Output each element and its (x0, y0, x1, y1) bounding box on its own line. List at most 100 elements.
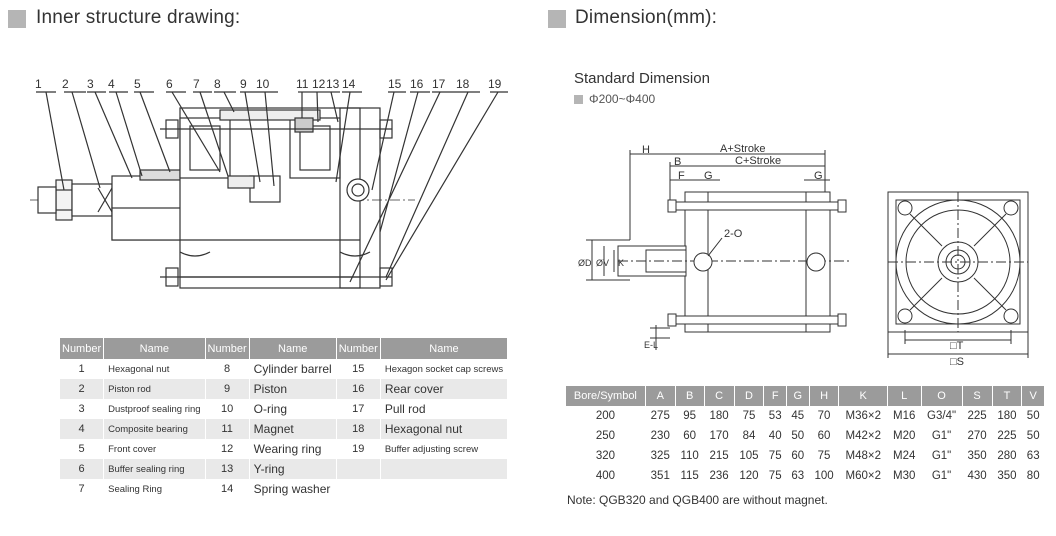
cell: Magnet (249, 419, 337, 439)
cell: 350 (992, 466, 1023, 486)
inner-structure-drawing: 1 2 3 4 5 6 7 8 9 10 11 12 13 14 15 16 1… (30, 77, 508, 289)
cell: O-ring (249, 399, 337, 419)
col-o: O (921, 386, 963, 406)
table-row: 3 Dustproof sealing ring 10 O-ring 17 Pu… (60, 399, 507, 419)
cell: 351 (645, 466, 676, 486)
cell: 9 (205, 379, 250, 399)
cell: 15 (336, 359, 381, 379)
callout-label: 1 (35, 77, 42, 91)
col-h: H (809, 386, 840, 406)
cell: 5 (60, 439, 105, 459)
cell: 50 (1021, 406, 1044, 426)
cell: G1" (921, 446, 963, 466)
callout-label: 10 (256, 77, 270, 91)
cell: 17 (336, 399, 381, 419)
cell: 60 (786, 446, 810, 466)
callout-label: 16 (410, 77, 424, 91)
cell: Cylinder barrel (249, 359, 337, 379)
cell: Hexagon socket cap screws (384, 363, 504, 375)
cell: 100 (809, 466, 840, 486)
bore-range-text: Φ200~Φ400 (589, 92, 656, 106)
k-label: K (618, 258, 624, 268)
cell: 45 (786, 406, 810, 426)
table-row: 5 Front cover 12 Wearing ring 19 Buffer … (60, 439, 507, 459)
cell: 53 (763, 406, 787, 426)
col-t: T (992, 386, 1023, 406)
col-a: A (645, 386, 676, 406)
col-number: Number (60, 338, 105, 359)
cell: 250 (566, 426, 646, 446)
cell: Hexagonal nut (103, 359, 206, 379)
callout-label: 11 (296, 77, 309, 91)
table-row: 4 Composite bearing 11 Magnet 18 Hexagon… (60, 419, 508, 439)
callout-label: 7 (193, 77, 200, 91)
table-row: 250 230 60 170 84 40 50 60 M42×2 M20 G1"… (566, 426, 1044, 446)
cell: Wearing ring (249, 439, 337, 459)
cell: 215 (704, 446, 735, 466)
cell: 10 (205, 399, 250, 419)
col-v: V (1021, 386, 1044, 406)
port-label: 2-O (724, 228, 743, 240)
bullet-icon (574, 95, 583, 104)
dimension-title: Dimension(mm): (575, 7, 718, 28)
callout-label: 3 (87, 77, 94, 91)
section-bullet (8, 10, 26, 28)
cell: 60 (809, 426, 840, 446)
col-g: G (786, 386, 810, 406)
cell: 275 (645, 406, 676, 426)
col-l: L (887, 386, 922, 406)
cell: M36×2 (838, 406, 888, 426)
f-label: F (678, 170, 685, 182)
callout-label: 19 (488, 77, 502, 91)
table-row: 400 351 115 236 120 75 63 100 M60×2 M30 … (566, 466, 1044, 486)
cell: Y-ring (249, 459, 337, 479)
cell: M20 (887, 426, 922, 446)
col-f: F (763, 386, 787, 406)
cell: 84 (734, 426, 765, 446)
cell: M42×2 (838, 426, 888, 446)
g2-label: G (814, 170, 823, 182)
bore-range: Φ200~Φ400 (574, 92, 655, 106)
h-label: H (642, 144, 650, 156)
callout-label: 17 (432, 77, 446, 91)
cell: 11 (205, 419, 250, 439)
cell: 12 (205, 439, 250, 459)
cell: G1" (921, 426, 963, 446)
col-b: B (675, 386, 705, 406)
cell (380, 479, 507, 499)
cell: 4 (60, 419, 105, 439)
dimension-header-row: Bore/Symbol A B C D F G H K L O S T V (566, 386, 1044, 406)
cell: Buffer adjusting screw (384, 443, 479, 455)
cell: 8 (205, 359, 250, 379)
cell: M60×2 (838, 466, 888, 486)
callout-label: 18 (456, 77, 470, 91)
col-d: D (734, 386, 765, 406)
cell: 350 (962, 446, 993, 466)
col-number: Number (205, 338, 250, 359)
cell: 430 (962, 466, 993, 486)
callout-label: 4 (108, 77, 115, 91)
c-stroke-label: C+Stroke (735, 155, 781, 167)
cell: 400 (566, 466, 646, 486)
cell: 180 (992, 406, 1023, 426)
section-bullet (548, 10, 566, 28)
cell: 105 (734, 446, 765, 466)
cell: Spring washer (249, 479, 337, 499)
t-label: □T (950, 340, 964, 352)
cell (336, 459, 381, 479)
cell: 75 (809, 446, 840, 466)
standard-dimension-title: Standard Dimension (574, 70, 710, 87)
cell: 115 (675, 466, 705, 486)
table-row: 7 Sealing Ring 14 Spring washer (60, 479, 507, 499)
cell: 50 (1026, 430, 1040, 442)
table-row: 1 Hexagonal nut 8 Cylinder barrel 15 Hex… (60, 359, 507, 379)
cell: 80 (1026, 470, 1040, 482)
callout-label: 9 (240, 77, 247, 91)
cell: 75 (763, 466, 787, 486)
callout-label: 2 (62, 77, 69, 91)
table-row: 6 Buffer sealing ring 13 Y-ring (60, 459, 508, 479)
cell: Composite bearing (103, 419, 206, 439)
cell: 60 (675, 426, 705, 446)
cell: 50 (786, 426, 810, 446)
cell: 180 (704, 406, 735, 426)
